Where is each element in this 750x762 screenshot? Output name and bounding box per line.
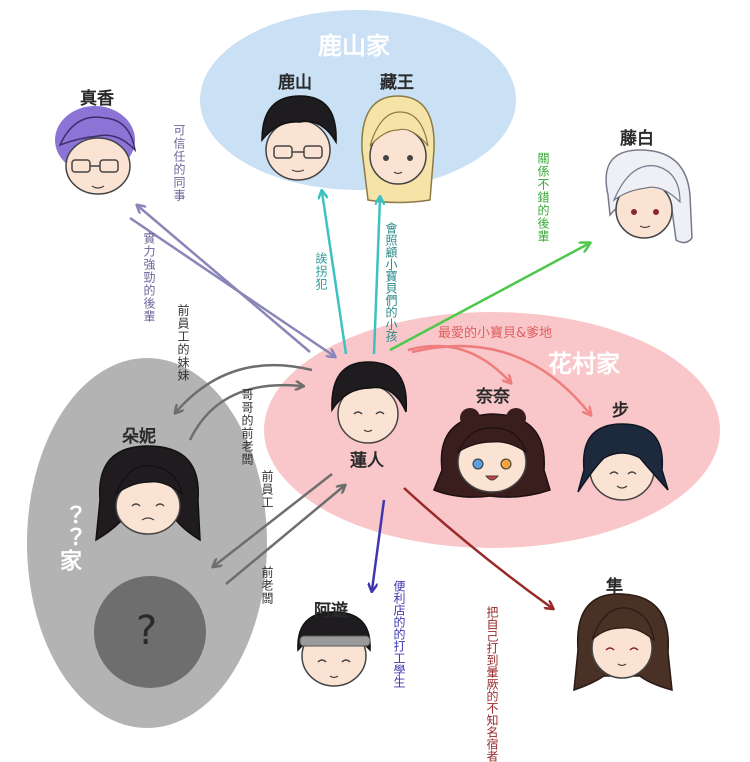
character-name-hayabusa: 隼 bbox=[606, 577, 623, 597]
family-title-huacun: 花村家 bbox=[548, 350, 620, 378]
character-name-doni: 朵妮 bbox=[122, 427, 156, 447]
portrait-zangwang bbox=[361, 95, 435, 204]
arrow-lianren-to-tengbai bbox=[389, 244, 588, 352]
portrait-bu bbox=[577, 423, 669, 501]
relation-label-troublemaker: 誒拐犯 bbox=[314, 252, 328, 291]
arrow-lianren-to-bu bbox=[411, 344, 590, 414]
portrait-unknown bbox=[94, 576, 206, 688]
portrait-ayou bbox=[297, 611, 371, 687]
arrow-lianren-to-hayabusa bbox=[403, 487, 552, 608]
character-name-tengbai: 藤白 bbox=[620, 129, 654, 149]
character-name-nana: 奈奈 bbox=[476, 387, 510, 407]
relation-label-trusted-colleague: 可信任的同事 bbox=[172, 124, 186, 202]
arrow-lianren-to-ayou bbox=[372, 499, 386, 590]
relation-label-former-boss: 前老闆 bbox=[260, 566, 274, 605]
arrow-lianren-to-zhenxiang bbox=[138, 206, 311, 353]
arrow-lianren-to-zangwang bbox=[372, 198, 380, 355]
relation-label-cares-for-kids: 會照顧小寶貝們的小孩 bbox=[384, 222, 398, 342]
arrow-lianren-to-nana bbox=[407, 344, 510, 382]
character-name-bu: 步 bbox=[612, 401, 629, 421]
portrait-tengbai bbox=[605, 149, 693, 244]
character-name-zhenxiang: 真香 bbox=[80, 89, 114, 109]
portrait-hayabusa bbox=[573, 593, 673, 692]
portrait-zhenxiang bbox=[55, 106, 137, 195]
arrow-zhenxiang-to-lianren bbox=[129, 216, 334, 356]
family-region-unknown bbox=[27, 358, 267, 728]
arrow-lianren-to-unknown bbox=[214, 473, 333, 566]
character-name-zangwang: 藏王 bbox=[380, 73, 414, 93]
arrow-lianren-to-doni bbox=[176, 363, 313, 412]
relation-label-strong-junior: 實力強勁的後輩 bbox=[142, 232, 156, 323]
portrait-nana bbox=[433, 408, 551, 498]
relation-label-store-worker: 便利店的的打工學生 bbox=[392, 580, 406, 688]
relation-label-former-employee: 前員工 bbox=[260, 470, 274, 509]
arrow-doni-to-lianren bbox=[188, 385, 302, 441]
portrait-lianren bbox=[331, 361, 408, 444]
relation-label-brother-ex-boss: 哥哥的前老闆 bbox=[240, 388, 254, 466]
arrow-unknown-to-lianren bbox=[225, 486, 344, 585]
relation-label-former-employee-sister: 前員工的妹妹 bbox=[176, 304, 190, 382]
family-title-unknown: ？？家 bbox=[56, 505, 81, 571]
character-name-ayou: 阿遊 bbox=[314, 601, 348, 621]
relation-label-beloved: 最愛的小寶貝&爹地 bbox=[438, 326, 553, 341]
portrait-doni bbox=[95, 445, 201, 542]
family-title-lushan: 鹿山家 bbox=[318, 32, 390, 60]
relation-label-unknown-tenant: 把自己打到暈厥的不知名宿者 bbox=[485, 606, 499, 762]
portrait-lushan bbox=[261, 95, 337, 181]
arrow-lianren-to-lushan bbox=[322, 192, 348, 355]
character-name-lushan: 鹿山 bbox=[278, 73, 312, 93]
relation-label-good-junior: 關係不錯的後輩 bbox=[536, 152, 550, 243]
character-name-lianren: 蓮人 bbox=[350, 451, 384, 471]
character-name-unknown: ? bbox=[136, 608, 158, 654]
